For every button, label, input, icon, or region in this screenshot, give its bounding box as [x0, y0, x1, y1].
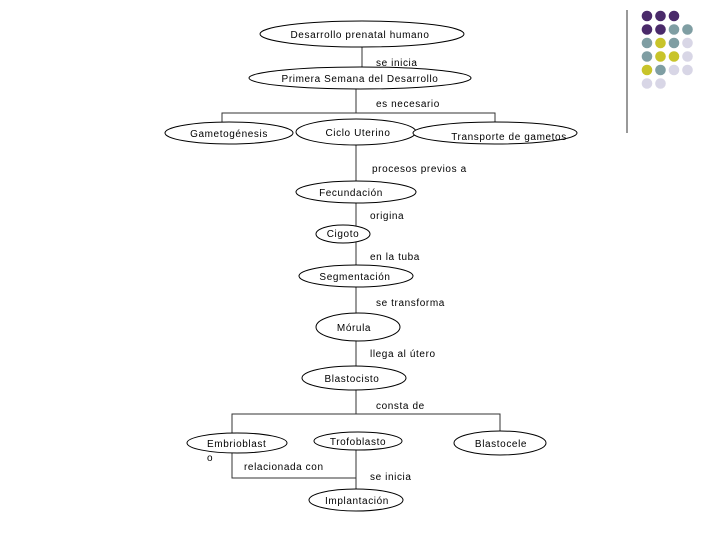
node-embryoblast-label-wrap: o [207, 453, 213, 464]
decorative-dot [655, 10, 666, 22]
node-gamete-transport-label: Transporte de gametos [451, 132, 567, 143]
decorative-dot [655, 24, 666, 35]
node-zygote: Cigoto [315, 224, 371, 244]
node-blastocoele: Blastocele [453, 430, 547, 456]
edge-label-originates: origina [370, 211, 404, 222]
node-gametogenesis: Gametogénesis [164, 121, 294, 145]
decorative-dot [641, 37, 653, 49]
decorative-dot [682, 64, 693, 76]
connector [231, 413, 501, 433]
node-blastocyst-label: Blastocisto [325, 374, 380, 385]
edge-label-consists-of: consta de [376, 401, 425, 412]
decorative-dot [682, 24, 693, 35]
node-blastocyst: Blastocisto [301, 365, 407, 391]
edge-label-transforms: se transforma [376, 298, 445, 309]
node-gamete-transport: Transporte de gametos [412, 121, 578, 145]
edge-label-in-tube: en la tuba [370, 252, 420, 263]
decorative-dot [655, 64, 666, 76]
node-morula: Mórula [315, 312, 401, 342]
decorative-dot [682, 51, 693, 62]
node-first-week-label: Primera Semana del Desarrollo [282, 74, 439, 85]
edge-label-starts-implantation: se inicia [370, 472, 412, 483]
decorative-dot [668, 10, 680, 22]
node-uterine-cycle: Ciclo Uterino [295, 118, 417, 146]
node-trophoblast: Trofoblasto [313, 431, 403, 451]
node-root: Desarrollo prenatal humano [259, 20, 465, 48]
decorative-dot [668, 64, 680, 76]
node-segmentation: Segmentación [298, 264, 414, 288]
decorative-dot [655, 78, 666, 89]
node-implantation-label: Implantación [325, 496, 389, 507]
edge-labels: se inicia es necesario procesos previos … [244, 58, 467, 483]
decorative-dot [641, 24, 653, 35]
edge-label-requires: es necesario [376, 99, 440, 110]
edge-label-related-with: relacionada con [244, 462, 324, 473]
node-embryoblast-label: Embrioblast [207, 439, 266, 450]
node-blastocoele-label: Blastocele [475, 439, 527, 450]
decorative-dot-grid [641, 10, 693, 89]
decorative-dot [641, 51, 653, 62]
node-morula-label: Mórula [337, 323, 371, 334]
node-implantation: Implantación [308, 488, 404, 512]
decorative-dot [682, 37, 693, 49]
node-root-label: Desarrollo prenatal humano [290, 30, 429, 41]
decorative-dot [655, 51, 666, 62]
node-embryoblast: Embrioblast o [186, 432, 288, 464]
node-uterine-cycle-label: Ciclo Uterino [325, 128, 390, 139]
decorative-dot [641, 64, 653, 76]
node-zygote-label: Cigoto [327, 229, 360, 240]
decorative-dot [668, 24, 680, 35]
node-trophoblast-label: Trofoblasto [330, 437, 386, 448]
node-gametogenesis-label: Gametogénesis [190, 129, 268, 140]
decorative-dot [668, 37, 680, 49]
decorative-dot [641, 78, 653, 89]
node-segmentation-label: Segmentación [319, 272, 390, 283]
edge-label-prior-to: procesos previos a [372, 164, 467, 175]
connector [231, 453, 356, 479]
node-fertilization: Fecundación [295, 180, 417, 204]
edge-label-starts: se inicia [376, 58, 418, 69]
decorative-dot [668, 51, 680, 62]
edge-label-reaches-uterus: llega al útero [370, 349, 436, 360]
decorative-dot [655, 37, 666, 49]
node-fertilization-label: Fecundación [319, 188, 383, 199]
node-first-week: Primera Semana del Desarrollo [248, 66, 472, 90]
decorative-dot [641, 10, 653, 22]
